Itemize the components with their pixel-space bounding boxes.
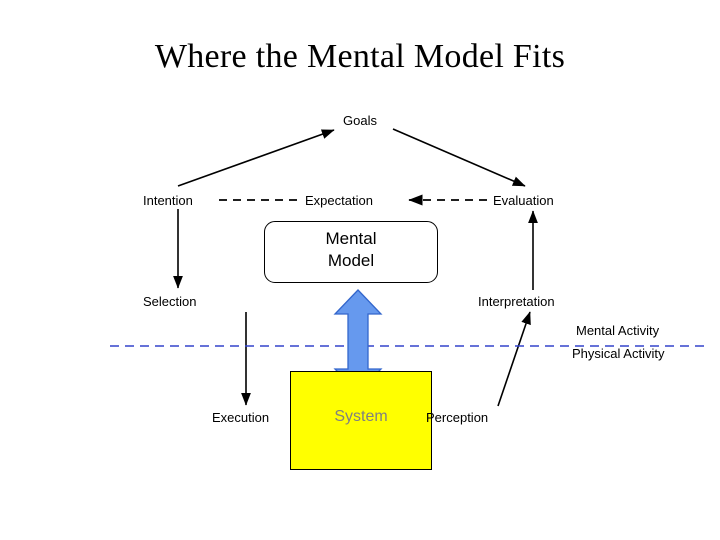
node-perception: Perception (426, 410, 489, 425)
mental-model-line1: Mental (325, 229, 377, 248)
node-expectation: Expectation (305, 193, 373, 208)
edge-perception-to-interpretation (497, 311, 531, 407)
node-evaluation: Evaluation (493, 193, 554, 208)
node-intention: Intention (143, 193, 193, 208)
page-title: Where the Mental Model Fits (154, 38, 566, 75)
mental-model-label: Mental Model (264, 228, 438, 272)
edge-goals-to-evaluation (392, 128, 526, 187)
edge-intention-to-goals (177, 129, 335, 187)
node-interpretation: Interpretation (478, 294, 555, 309)
label-physical-activity: Physical Activity (572, 346, 665, 361)
node-goals: Goals (343, 113, 377, 128)
system-box (290, 371, 432, 470)
mental-model-line2: Model (327, 251, 375, 270)
label-mental-activity: Mental Activity (576, 323, 660, 338)
node-execution: Execution (212, 410, 270, 425)
node-selection: Selection (143, 294, 197, 309)
mental-model-box (264, 221, 438, 283)
node-system: System (334, 408, 388, 425)
